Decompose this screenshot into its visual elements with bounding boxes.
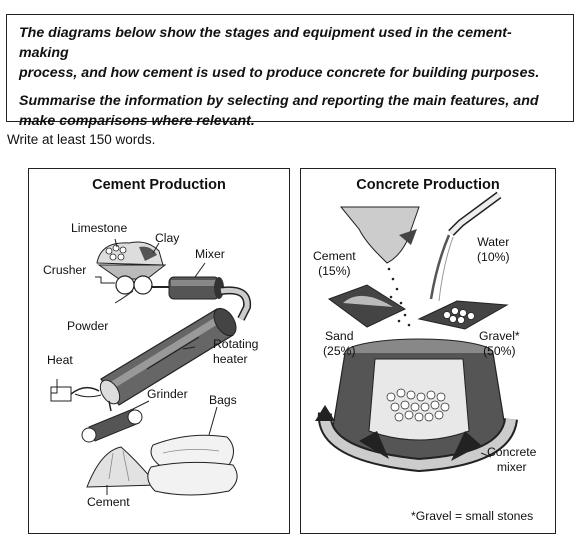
water-percent: (10%) bbox=[477, 250, 510, 264]
label-heat: Heat bbox=[47, 353, 73, 367]
label-clay: Clay bbox=[155, 231, 180, 245]
sand-percent: (25%) bbox=[323, 344, 356, 358]
mixer-drum bbox=[151, 276, 224, 300]
label-water-ingredient: Water (10%) bbox=[477, 235, 510, 265]
label-cement-ingredient: Cement (15%) bbox=[313, 249, 356, 279]
label-powder: Powder bbox=[67, 319, 109, 333]
cement-hopper bbox=[339, 206, 420, 264]
prompt-paragraph-1: The diagrams below show the stages and e… bbox=[19, 23, 561, 83]
concrete-production-panel: Concrete Production Cement (15%) Water (… bbox=[300, 168, 556, 534]
raw-materials-pile bbox=[96, 241, 164, 266]
concrete-mixer bbox=[315, 338, 518, 473]
label-mixer: Mixer bbox=[195, 247, 225, 261]
mixer-line-1: Concrete bbox=[487, 445, 537, 459]
cement-bags bbox=[147, 434, 238, 496]
cement-percent: (15%) bbox=[318, 264, 351, 278]
sand-tray bbox=[327, 284, 407, 328]
cement-production-panel: Cement Production Limestone Clay Crusher… bbox=[28, 168, 290, 534]
label-grinder: Grinder bbox=[147, 387, 188, 401]
water-name: Water bbox=[477, 235, 510, 249]
rotating-heater bbox=[99, 307, 237, 406]
label-concrete-mixer: Concrete mixer bbox=[487, 445, 536, 475]
label-crusher: Crusher bbox=[43, 263, 87, 277]
prompt-paragraph-2: Summarise the information by selecting a… bbox=[19, 91, 561, 131]
falling-cement bbox=[387, 267, 411, 327]
cement-pile bbox=[86, 446, 159, 488]
gravel-tray bbox=[417, 300, 509, 330]
sand-name: Sand bbox=[325, 329, 354, 343]
task-prompt-box: The diagrams below show the stages and e… bbox=[6, 14, 574, 129]
label-sand-ingredient: Sand (25%) bbox=[323, 329, 356, 359]
cement-panel-title: Cement Production bbox=[92, 177, 226, 193]
label-gravel-ingredient: Gravel* (50%) bbox=[479, 329, 520, 359]
water-pipe bbox=[429, 191, 502, 302]
concrete-process-illustration bbox=[315, 191, 518, 473]
cement-name: Cement bbox=[313, 249, 356, 263]
crusher-machine bbox=[97, 264, 167, 295]
gravel-percent: (50%) bbox=[483, 344, 516, 358]
prompt-line-4: make comparisons where relevant. bbox=[19, 113, 255, 129]
cement-process-illustration bbox=[50, 238, 252, 496]
gravel-footnote: *Gravel = small stones bbox=[411, 509, 534, 523]
concrete-panel-title: Concrete Production bbox=[356, 177, 500, 193]
prompt-line-1: The diagrams below show the stages and e… bbox=[19, 25, 512, 61]
label-rotating-line-2: heater bbox=[213, 352, 248, 366]
label-rotating-heater: Rotating heater bbox=[213, 337, 258, 367]
label-cement: Cement bbox=[87, 495, 130, 509]
heat-burner bbox=[50, 386, 102, 402]
label-bags: Bags bbox=[209, 393, 237, 407]
gravel-name: Gravel* bbox=[479, 329, 520, 343]
word-count-instruction: Write at least 150 words. bbox=[7, 132, 156, 147]
label-limestone: Limestone bbox=[71, 221, 128, 235]
prompt-line-3: Summarise the information by selecting a… bbox=[19, 93, 539, 109]
label-rotating-line-1: Rotating bbox=[213, 337, 259, 351]
grinder bbox=[81, 400, 143, 443]
cement-label-leaders bbox=[51, 238, 218, 495]
prompt-line-2: process, and how cement is used to produ… bbox=[19, 65, 540, 81]
mixer-line-2: mixer bbox=[496, 460, 527, 474]
concrete-label-leaders bbox=[480, 452, 492, 458]
